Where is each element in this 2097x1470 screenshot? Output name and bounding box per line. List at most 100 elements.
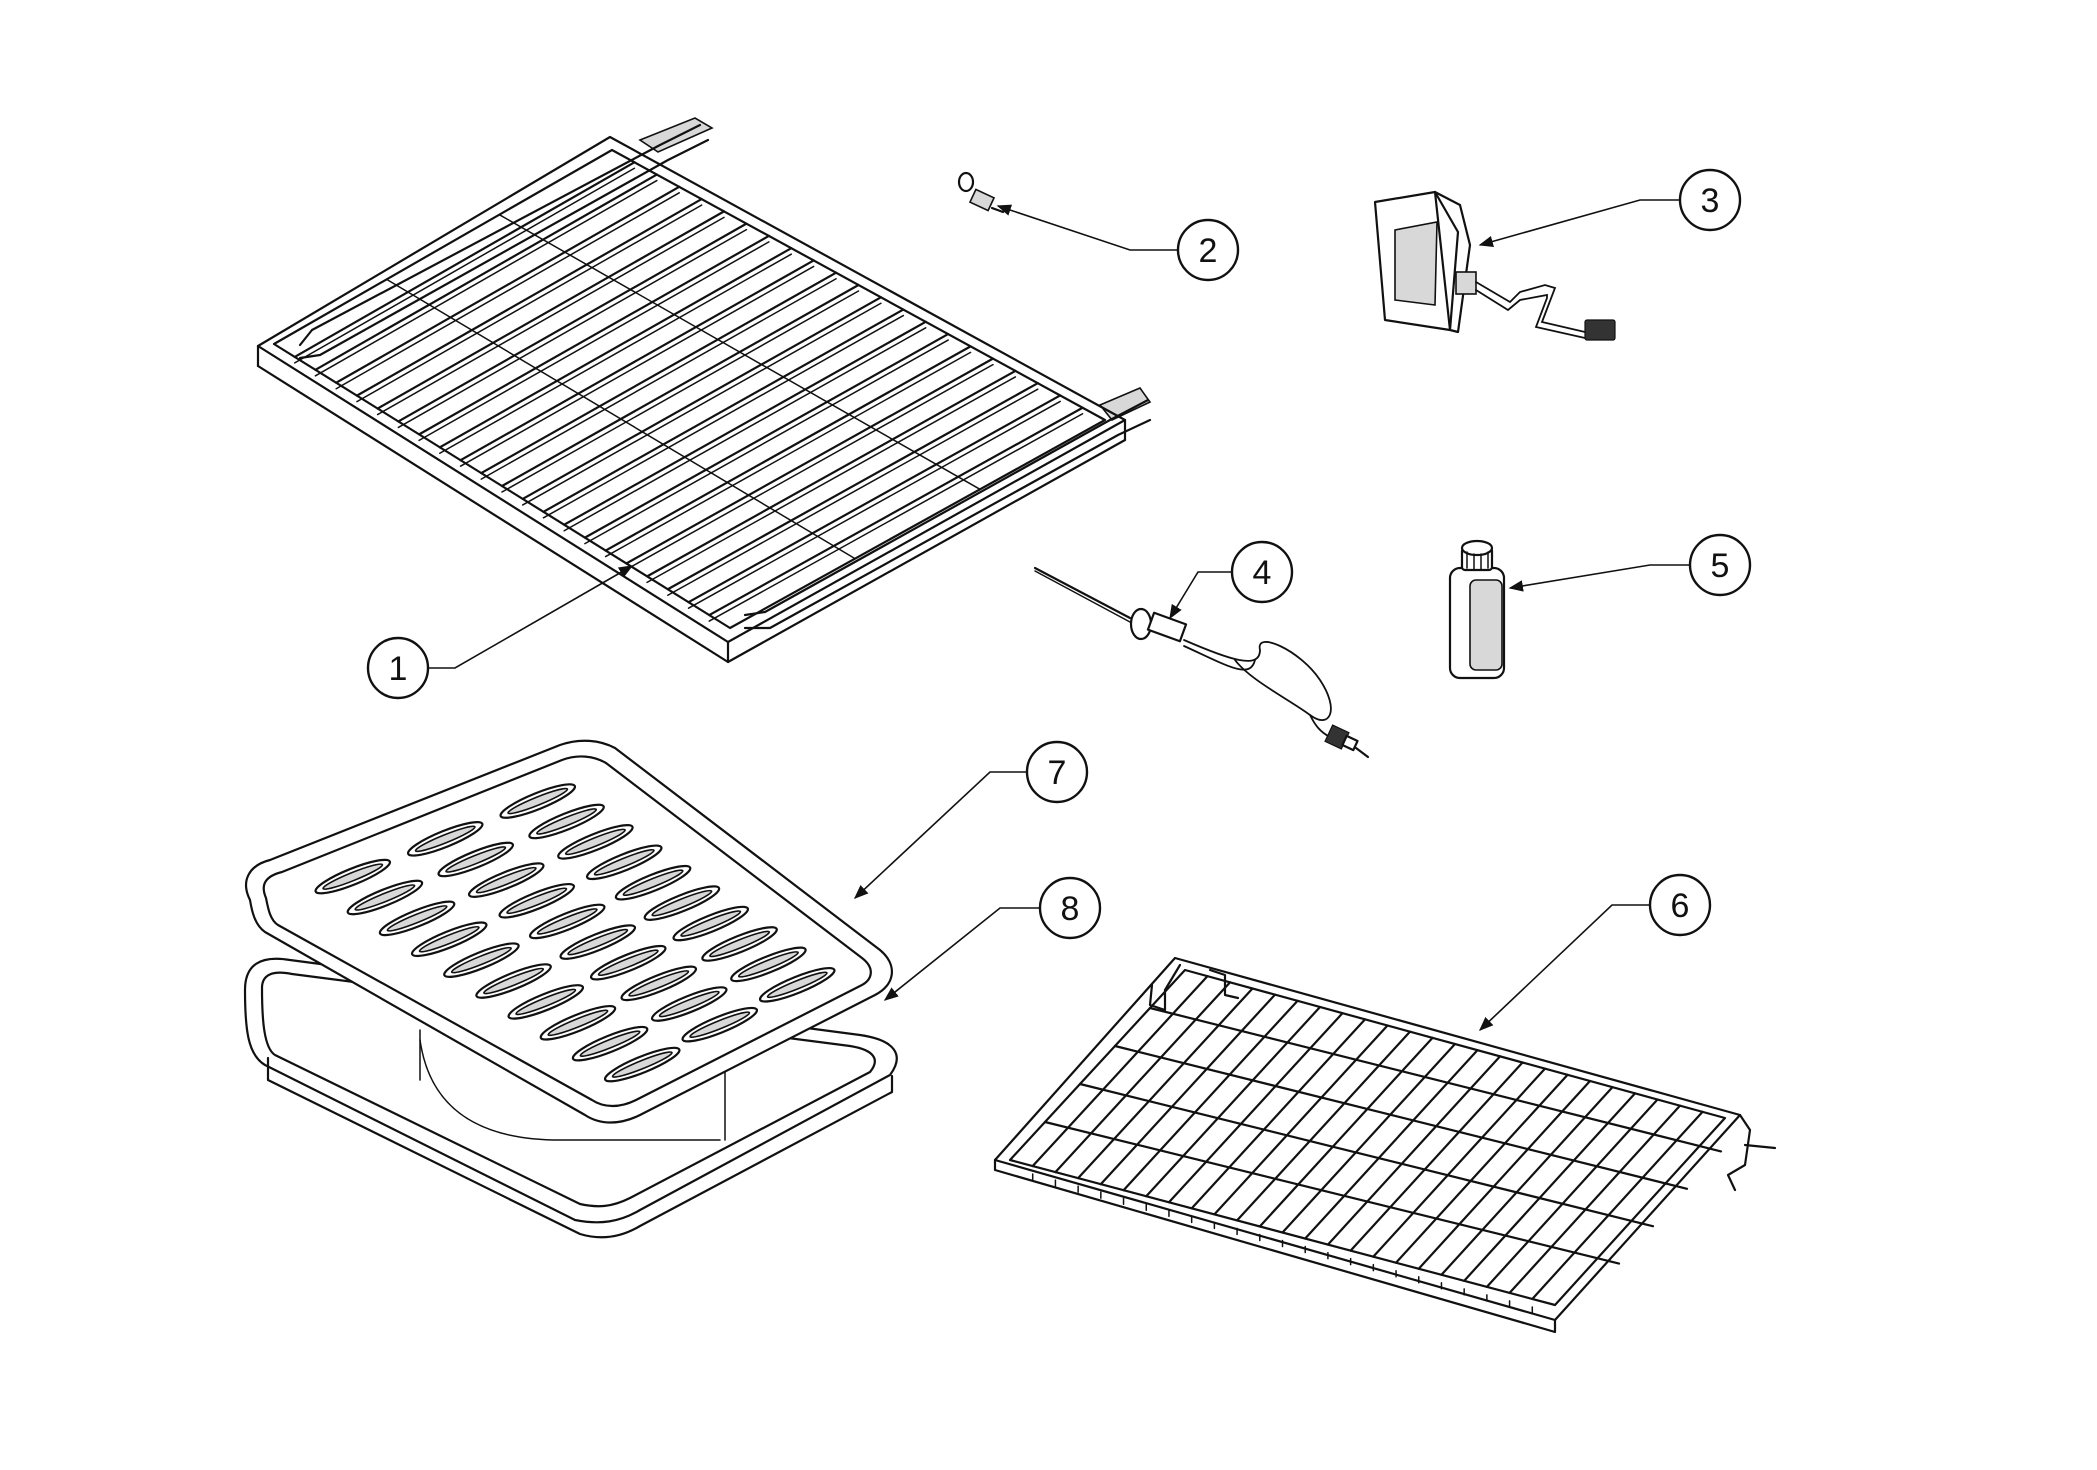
rack-1-bar — [666, 382, 1039, 591]
grid-slot-inner — [507, 787, 569, 815]
light-lens — [1394, 221, 1438, 306]
callout-8-label: 8 — [1061, 890, 1080, 928]
probe-cable-2 — [1183, 645, 1256, 671]
leader-lines — [420, 199, 1690, 1031]
rack-1-bar-shadow — [439, 253, 793, 455]
grid-slot-inner — [547, 1009, 609, 1037]
rack-6-bar — [1190, 1018, 1367, 1210]
rack-6-bar — [1326, 1055, 1502, 1246]
grid-slot-inner — [445, 846, 507, 873]
rack-6-bar — [1122, 999, 1299, 1192]
callout-2: 2 — [1176, 218, 1240, 282]
rack-1-bar-shadow — [542, 314, 905, 519]
grid-slot-inner — [597, 949, 659, 977]
grid-slot-inner — [475, 866, 537, 894]
light-plug — [1584, 319, 1616, 341]
rack-1-bar — [625, 357, 995, 565]
part-5-bottle — [1448, 539, 1506, 680]
rack-6-bar — [1440, 1086, 1614, 1276]
rack-1-bar-shadow — [293, 167, 636, 364]
rack-1-bar — [314, 173, 658, 371]
rack-1-bar-shadow — [459, 265, 815, 467]
rack-lower-edge — [256, 364, 1127, 664]
rack-1-bar-shadow — [501, 290, 860, 493]
grid-slot-inner — [506, 887, 568, 915]
rack-6-bar — [1304, 1049, 1479, 1240]
rack-6-wires — [1031, 975, 1723, 1314]
rack-1-bar — [687, 394, 1062, 604]
callout-4: 4 — [1230, 540, 1294, 604]
rack-1-bar — [417, 234, 770, 436]
callout-2-label: 2 — [1199, 232, 1218, 270]
grid-slot-inner — [567, 928, 629, 956]
rack-6-bar — [1145, 1005, 1322, 1198]
rack-1-bar — [563, 320, 927, 526]
leader-5 — [1508, 564, 1690, 592]
rack-6-cross-bar — [1113, 1044, 1689, 1190]
part-7-broiler-grid — [244, 739, 893, 1124]
rack-1-bar-shadow — [376, 216, 725, 416]
grid-slot-inner — [737, 951, 799, 978]
rack-1-bar-shadow — [604, 351, 972, 558]
rack-1-bar — [459, 259, 815, 462]
light-connector-base — [1455, 271, 1477, 295]
rack-inner-frame — [272, 148, 1107, 630]
callout-5: 5 — [1688, 533, 1752, 597]
rack-6-stop-right — [1743, 1143, 1777, 1150]
grid-slot-inner — [628, 970, 690, 997]
rack-6-bar — [1235, 1030, 1412, 1222]
rack-1-bar-shadow — [708, 412, 1084, 622]
rack-6-front-lower — [993, 1158, 1557, 1334]
rack-1-bar — [583, 332, 950, 539]
grid-slot-inner — [418, 925, 480, 953]
callout-4-label: 4 — [1253, 554, 1272, 592]
probe-cable — [1183, 639, 1332, 721]
rack-1-bar — [293, 161, 636, 359]
part-4-meat-probe — [1033, 566, 1370, 759]
rack-6-bar — [1531, 1110, 1704, 1301]
rack-1-bar — [542, 308, 905, 513]
rack-6-bar — [1031, 975, 1209, 1168]
rack-1-bar-shadow — [521, 302, 882, 506]
leader-7 — [853, 771, 1027, 899]
rack-6-handle-back — [1208, 968, 1240, 1000]
callout-8: 8 — [1038, 876, 1102, 940]
probe-handle-flange — [1129, 607, 1153, 641]
grid-slot-inner — [536, 808, 598, 835]
rack-1-cross-bar — [498, 213, 981, 491]
grid-slot-inner — [622, 869, 684, 897]
probe-needle — [1033, 566, 1132, 620]
rack-1-bar — [708, 406, 1084, 617]
rack-6-bar — [1463, 1092, 1637, 1282]
grid-slot-inner — [354, 884, 416, 911]
fitting-head — [957, 171, 975, 193]
rack-6-bar — [1213, 1024, 1389, 1216]
rack-6-bar — [1054, 981, 1232, 1174]
probe-plug-tip — [1354, 746, 1370, 759]
right-slide-rail-lower — [743, 418, 1152, 630]
leader-8 — [883, 907, 1040, 1001]
rack-1-bar — [355, 197, 703, 397]
grid-slot-inner — [450, 946, 512, 974]
rack-1-bar-shadow — [397, 228, 748, 429]
leader-6 — [1478, 904, 1650, 1031]
grid-slot-inner — [766, 971, 828, 999]
rack-6-cross-bar — [1078, 1082, 1655, 1228]
rack-1-bar-shadow — [625, 363, 994, 571]
callout-1-label: 1 — [389, 650, 408, 688]
light-wire-2 — [1475, 289, 1586, 339]
bottle-cap-top — [1460, 539, 1494, 557]
probe-plug-ring — [1341, 734, 1359, 752]
bottle-label — [1469, 579, 1503, 671]
rack-6-bar — [1258, 1036, 1434, 1228]
fitting-body — [968, 188, 996, 212]
callout-7: 7 — [1025, 740, 1089, 804]
rack-1-bar — [500, 283, 860, 488]
probe-handle — [1146, 611, 1188, 643]
grid-slot-inner — [651, 889, 713, 917]
rack-1-bar-shadow — [314, 179, 658, 377]
part-2-fitting — [957, 171, 1005, 214]
rack-6-bar — [1167, 1012, 1344, 1204]
rack-6-cross-bar — [1043, 1120, 1621, 1265]
